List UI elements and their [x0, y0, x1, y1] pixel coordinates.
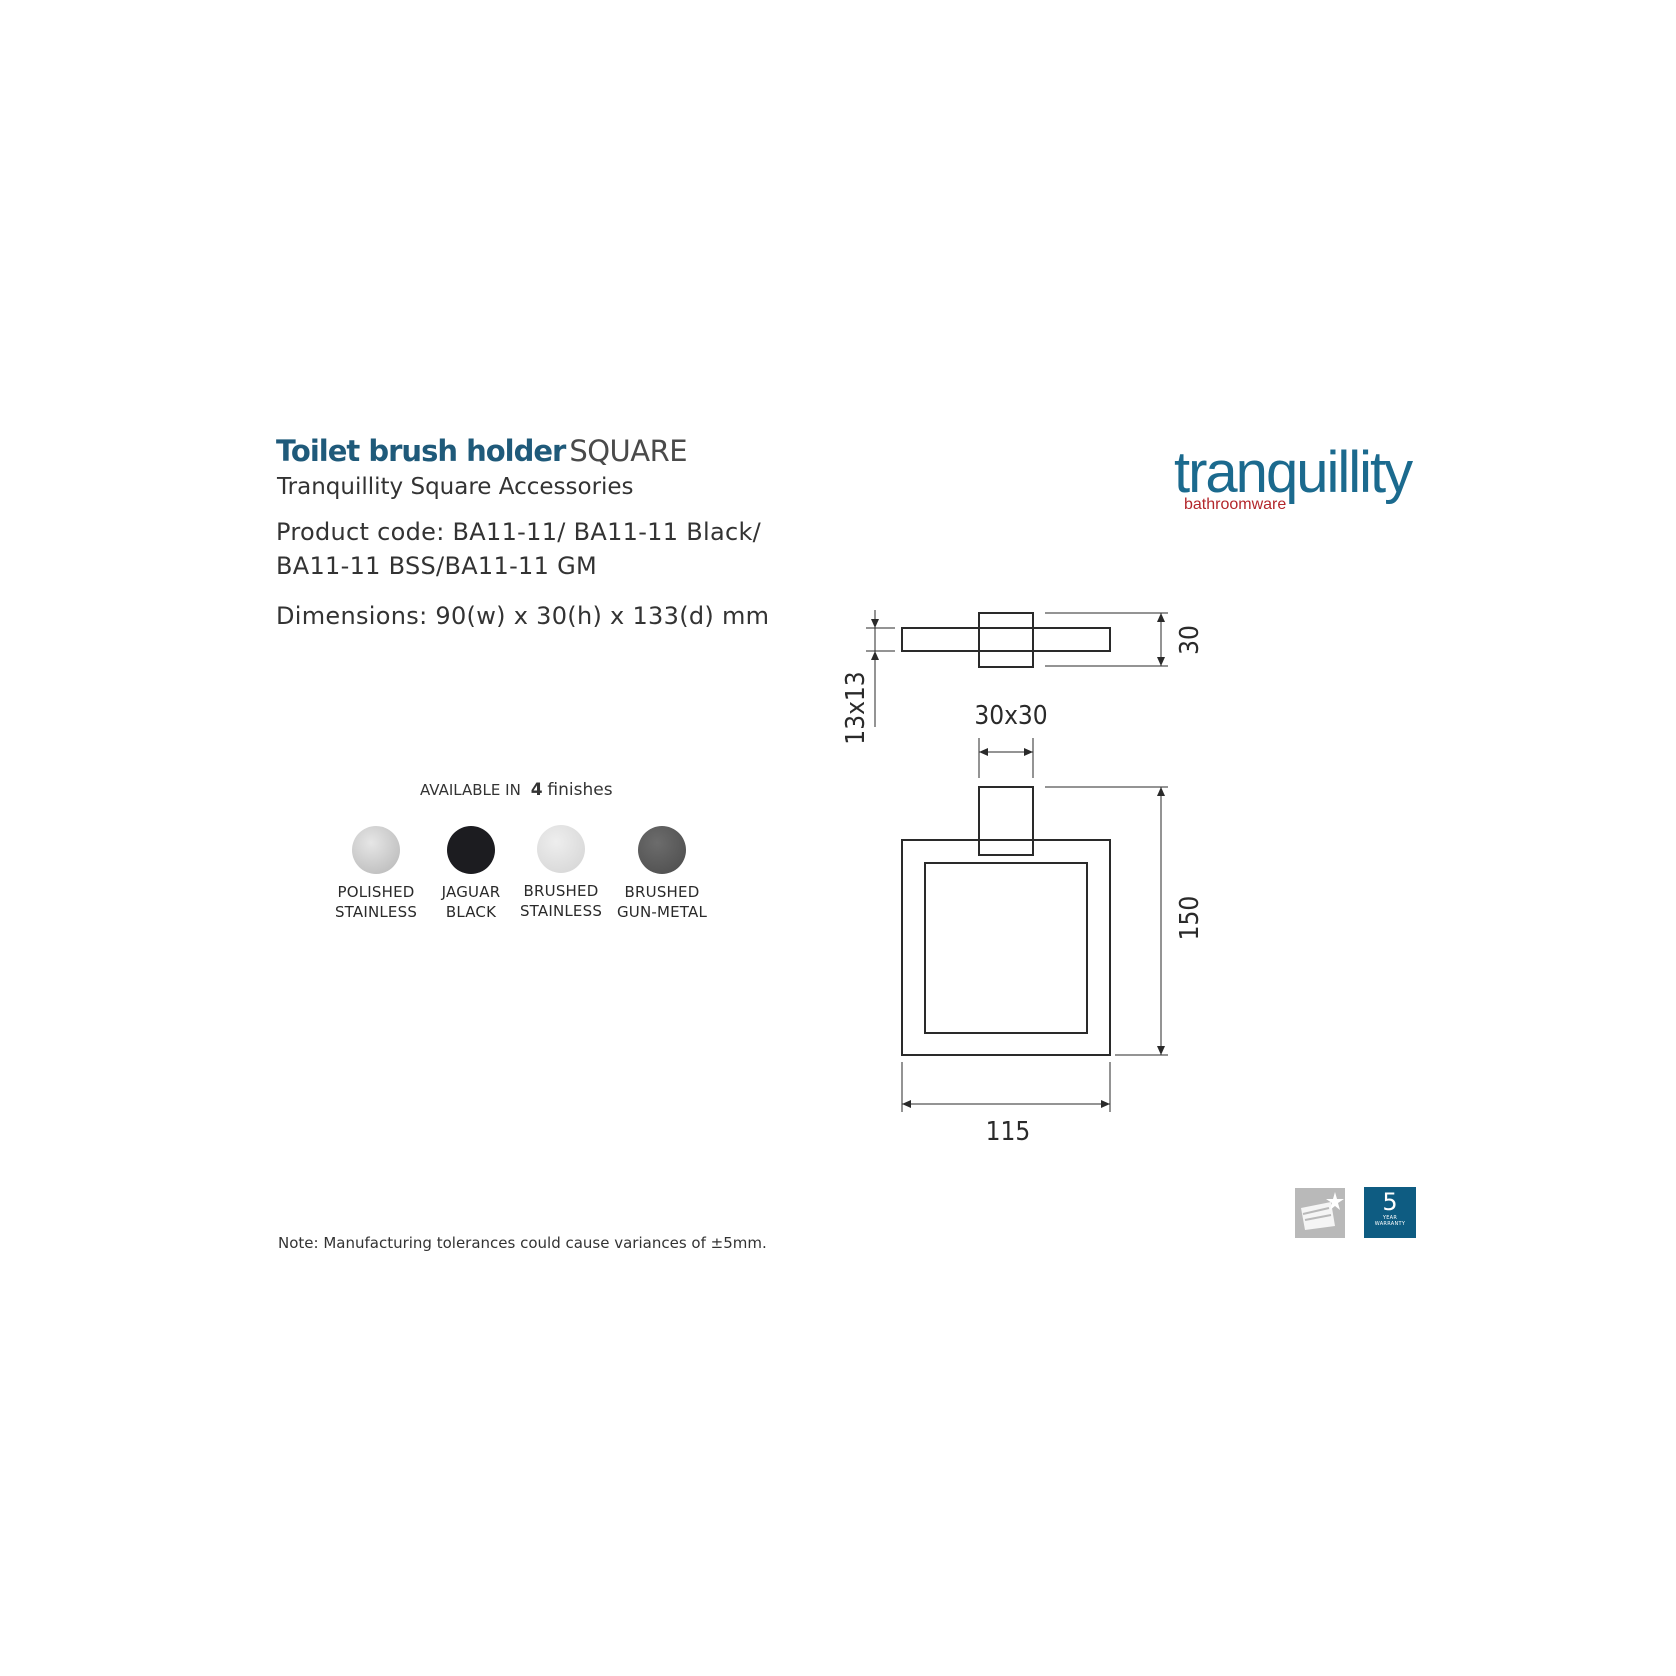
dimension-115: 115	[986, 1117, 1031, 1147]
product-code-line-1: Product code: BA11-11/ BA11-11 Black/	[276, 518, 762, 546]
brand-logo: tranquillity bathroomware	[1174, 440, 1413, 514]
finish-label-line-1: BRUSHED	[624, 883, 700, 901]
warranty-badge: 5 YEAR WARRANTY	[1364, 1187, 1416, 1238]
finish-brushed-stainless: BRUSHED STAINLESS	[506, 825, 616, 921]
finish-label-line-2: GUN-METAL	[616, 903, 708, 921]
finish-label-line-2: BLACK	[445, 903, 497, 921]
finish-jaguar-black: JAGUAR BLACK	[416, 826, 526, 922]
top-view-mount	[978, 612, 1034, 668]
finish-swatch	[352, 826, 400, 874]
finishes-heading: AVAILABLE IN 4 finishes	[420, 780, 613, 800]
top-view-bar	[901, 627, 1111, 652]
product-title-variant: SQUARE	[569, 434, 688, 468]
finish-label-line-1: JAGUAR	[441, 883, 501, 901]
dimension-30x30: 30x30	[974, 701, 1047, 731]
warranty-label-year: YEAR	[1382, 1215, 1398, 1221]
finish-label-line-2: STAINLESS	[334, 903, 418, 921]
finishes-count: 4	[530, 780, 543, 800]
finishes-prefix: AVAILABLE IN	[420, 781, 521, 799]
dimension-13x13: 13x13	[841, 671, 871, 744]
finish-label-line-1: BRUSHED	[523, 882, 599, 900]
warranty-label-warranty: WARRANTY	[1374, 1221, 1406, 1227]
finish-label-line-2: STAINLESS	[519, 902, 603, 920]
finishes-suffix: finishes	[547, 780, 613, 800]
tolerance-note: Note: Manufacturing tolerances could cau…	[278, 1234, 767, 1252]
dimension-height-30: 30	[1175, 625, 1205, 655]
finish-polished-stainless: POLISHED STAINLESS	[321, 826, 431, 922]
product-title-bold: Toilet brush holder	[276, 434, 566, 468]
product-subtitle: Tranquillity Square Accessories	[277, 474, 634, 500]
finish-label-line-1: POLISHED	[337, 883, 415, 901]
product-code-line-2: BA11-11 BSS/BA11-11 GM	[276, 552, 598, 580]
finish-swatch	[447, 826, 495, 874]
brand-tagline: bathroomware	[1184, 496, 1287, 513]
front-view-frame-inner	[924, 862, 1088, 1034]
dimension-150: 150	[1175, 896, 1205, 941]
front-view-frame-outer	[901, 839, 1111, 1056]
product-dimensions: Dimensions: 90(w) x 30(h) x 133(d) mm	[276, 602, 770, 630]
finish-brushed-gun-metal: BRUSHED GUN-METAL	[607, 826, 717, 922]
finish-swatch	[638, 826, 686, 874]
front-view-mount	[978, 786, 1034, 856]
stain-resistant-badge-icon	[1295, 1188, 1345, 1238]
brand-name: tranquillity	[1174, 440, 1413, 505]
warranty-years: 5	[1382, 1188, 1398, 1216]
finish-swatch	[537, 825, 585, 873]
